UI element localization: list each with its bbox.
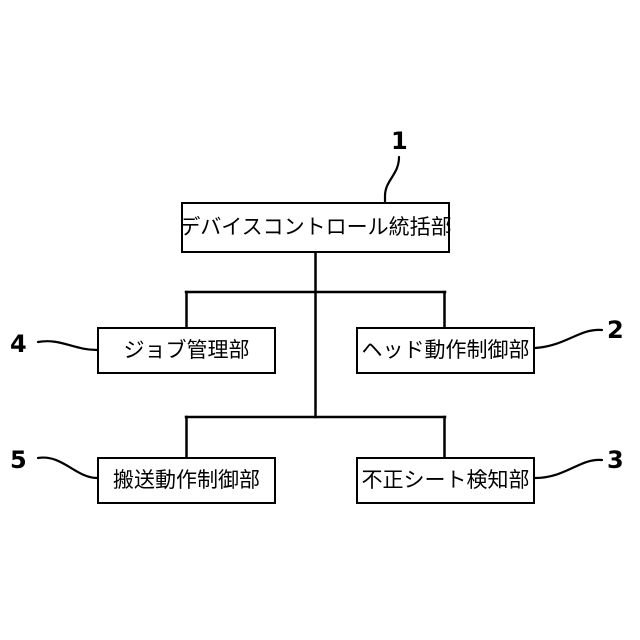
node-abnormal-sheet-detection[interactable]: 不正シート検知部 [356, 457, 535, 504]
reference-number-4: 4 [10, 330, 27, 358]
leader-line-4 [36, 340, 99, 352]
node-label: 不正シート検知部 [361, 468, 530, 492]
leader-line-2 [533, 328, 604, 350]
reference-number-3: 3 [607, 446, 624, 474]
node-head-motion-control[interactable]: ヘッド動作制御部 [356, 327, 535, 374]
node-label: ジョブ管理部 [123, 338, 250, 362]
node-device-control-supervisor[interactable]: デバイスコントロール統括部 [179, 202, 452, 253]
reference-number-5: 5 [10, 446, 27, 474]
node-job-management[interactable]: ジョブ管理部 [97, 327, 276, 374]
leader-line-5 [36, 456, 99, 480]
node-label: デバイスコントロール統括部 [179, 215, 452, 239]
reference-number-2: 2 [607, 316, 624, 344]
node-label: 搬送動作制御部 [113, 468, 260, 492]
node-conveyance-motion-control[interactable]: 搬送動作制御部 [97, 457, 276, 504]
leader-line-3 [533, 458, 604, 480]
reference-number-1: 1 [391, 127, 408, 155]
node-label: ヘッド動作制御部 [361, 338, 530, 362]
leader-line-1 [383, 155, 401, 204]
